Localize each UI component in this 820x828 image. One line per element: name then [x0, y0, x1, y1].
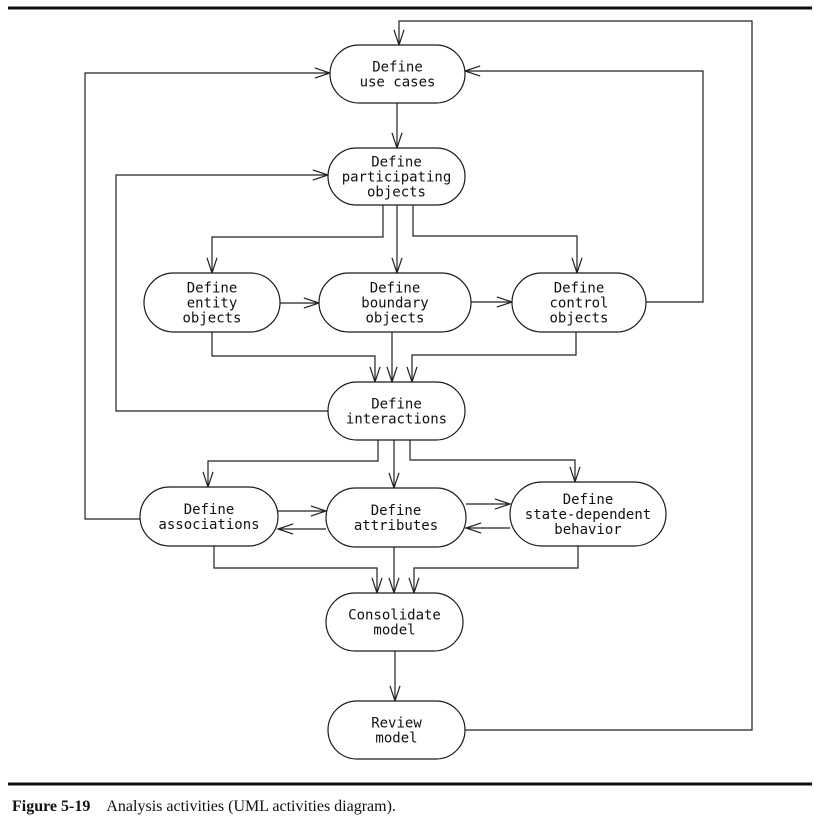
edge-entity-to-interactions — [211, 332, 381, 384]
activity-label-line: control — [549, 296, 608, 312]
edge-line — [211, 332, 376, 382]
activity-shape — [511, 272, 647, 333]
edge-participating-to-boundary — [391, 205, 403, 275]
activity-shape — [327, 381, 466, 441]
edge-interactions-to-state_dependent — [409, 440, 581, 484]
activity-label-line: Consolidate — [348, 608, 441, 624]
activity-label-line: objects — [365, 311, 424, 327]
activity-label-line: Review — [371, 716, 422, 732]
edges — [84, 20, 753, 731]
edge-control-to-interactions — [406, 332, 577, 384]
edge-consolidate-to-review — [389, 651, 401, 703]
activity-label-line: model — [373, 623, 415, 639]
activity-shape — [509, 481, 667, 547]
edge-line — [465, 70, 704, 303]
activity-label-line: Define — [187, 281, 238, 297]
edge-interactions-to-associations — [202, 440, 379, 489]
activity-label-line: boundary — [361, 296, 428, 312]
edge-line — [213, 546, 378, 593]
edge-attributes-to-consolidate — [388, 547, 400, 595]
arrowhead-icon — [276, 523, 294, 535]
activity-label-line: Define — [371, 503, 422, 519]
figure-caption-text: Analysis activities (UML activities diag… — [106, 798, 396, 815]
activity-shape — [325, 487, 467, 548]
edge-entity-to-boundary — [280, 297, 321, 309]
edge-associations-to-attributes — [278, 505, 328, 517]
activity-label-line: Define — [371, 397, 422, 413]
edge-line — [84, 72, 330, 520]
edge-attributes-to-associations — [276, 523, 326, 535]
edge-state_dependent-to-consolidate — [408, 546, 579, 595]
activity-shape — [143, 272, 281, 333]
activity-label-line: Define — [370, 281, 421, 297]
activity-label-line: participating — [342, 170, 452, 186]
activity-label-line: Define — [554, 281, 605, 297]
activity-label-line: Define — [563, 492, 614, 508]
edge-state_dependent-to-attributes — [464, 522, 510, 534]
activity-label-line: objects — [182, 311, 241, 327]
edge-participating-to-control — [412, 205, 583, 275]
activity-shape — [318, 272, 472, 333]
edge-interactions-to-attributes — [388, 440, 400, 490]
edge-use_cases-to-participating — [391, 103, 403, 150]
edge-associations-to-consolidate — [213, 546, 383, 595]
activity-label-line: entity — [187, 296, 238, 312]
activity-label-line: interactions — [346, 412, 447, 428]
activity-label-line: objects — [367, 185, 426, 201]
activity-shape — [327, 147, 466, 206]
edge-boundary-to-control — [471, 296, 514, 308]
figure-caption: Figure 5-19 Analysis activities (UML acti… — [12, 798, 396, 816]
activity-shape — [329, 44, 466, 104]
edge-line — [207, 440, 379, 487]
edge-attributes-to-state_dependent — [466, 498, 512, 510]
activity-label-line: Define — [372, 60, 423, 76]
activity-label-line: model — [375, 731, 417, 747]
activity-label-line: Define — [184, 502, 235, 518]
edge-line — [115, 174, 328, 412]
edge-line — [409, 440, 576, 482]
arrowhead-icon — [310, 505, 328, 517]
activity-shape — [325, 592, 464, 652]
activity-shape — [139, 486, 279, 547]
edge-line — [412, 205, 578, 273]
edge-line — [398, 20, 753, 731]
activity-label-line: Define — [371, 155, 422, 171]
edge-line — [413, 546, 579, 593]
figure-number: Figure 5-19 — [12, 798, 91, 815]
activity-label-line: behavior — [554, 522, 621, 538]
arrowhead-icon — [494, 498, 512, 510]
activity-label-line: state-dependent — [525, 507, 651, 523]
arrowhead-icon — [464, 522, 482, 534]
activity-label-line: use cases — [360, 75, 436, 91]
edge-line — [411, 332, 577, 382]
activity-shape — [327, 700, 466, 760]
edge-control-to-use_cases — [463, 65, 704, 303]
edge-boundary-to-interactions — [386, 332, 398, 384]
activity-label-line: associations — [158, 517, 259, 533]
activity-label-line: attributes — [354, 518, 438, 534]
activity-label-line: objects — [549, 311, 608, 327]
edge-line — [211, 205, 384, 273]
edge-participating-to-entity — [206, 205, 384, 275]
